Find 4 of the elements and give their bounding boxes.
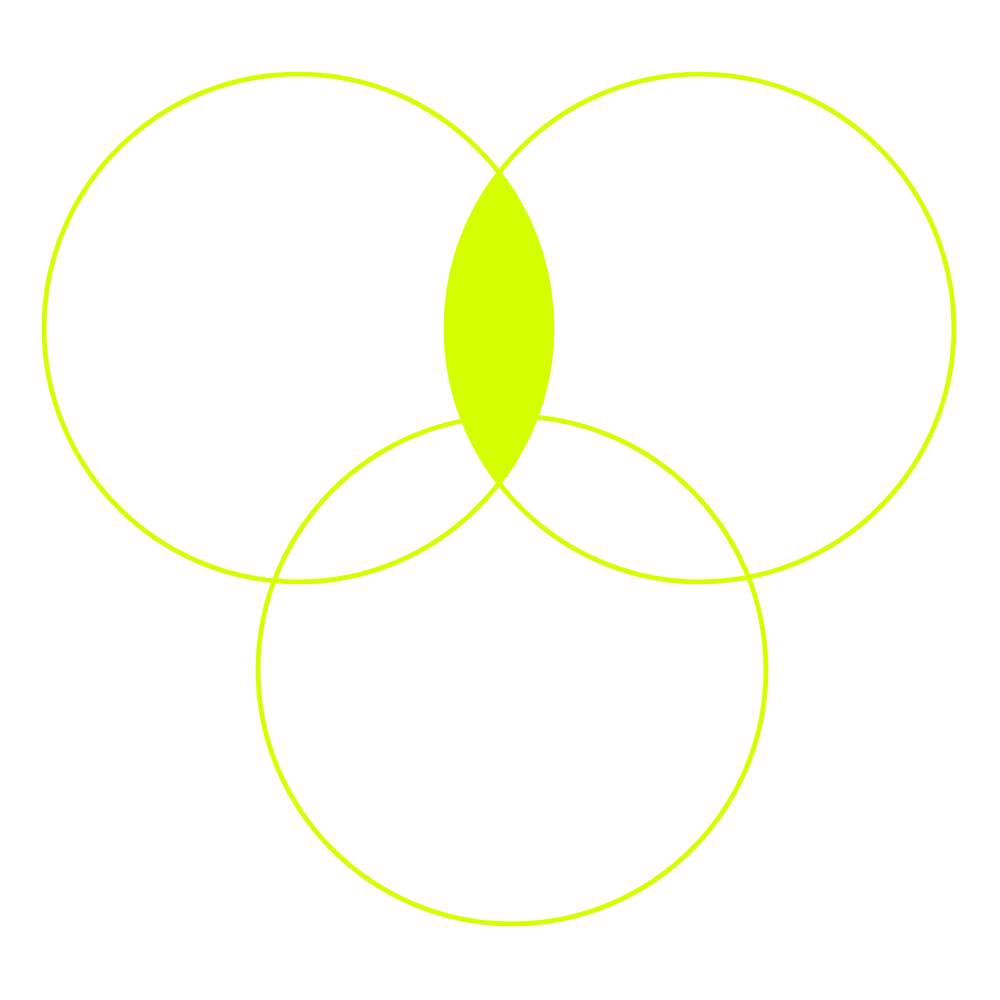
overlap-fill [446, 172, 552, 484]
circle [443, 71, 957, 585]
circle [41, 71, 555, 585]
circle [255, 413, 769, 927]
